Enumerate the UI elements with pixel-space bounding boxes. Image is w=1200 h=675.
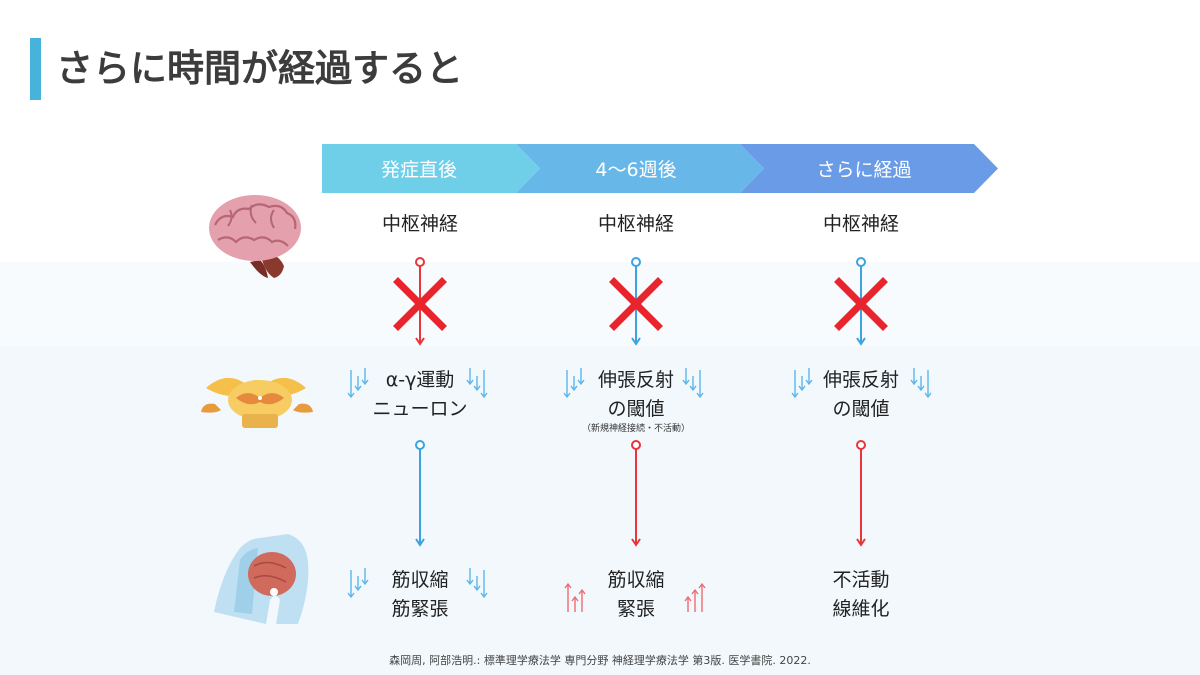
lower-arrow-3 xyxy=(856,440,866,547)
spinal-cord-icon xyxy=(201,377,313,428)
spinal-label-2-line1: 伸張反射 xyxy=(597,369,674,391)
phase-label-1: 発症直後 xyxy=(380,159,457,181)
phase-chevron-2 xyxy=(516,144,764,193)
phase-label-2: 4〜6週後 xyxy=(595,159,677,181)
muscle-label-3-line1: 不活動 xyxy=(832,569,890,591)
spinal-label-3-line1: 伸張反射 xyxy=(822,369,899,391)
muscle-label-1-line1: 筋収縮 xyxy=(391,569,449,591)
spinal-label-1-line2: ニューロン xyxy=(372,398,468,420)
cns-label-1: 中枢神経 xyxy=(381,213,458,235)
cross-icon xyxy=(393,277,447,331)
spinal-label-3: 伸張反射 の閾値 xyxy=(781,366,941,424)
spinal-label-1: α-γ運動 ニューロン xyxy=(340,366,500,424)
phase-label-3: さらに経過 xyxy=(816,159,912,181)
spinal-label-3-line2: の閾値 xyxy=(832,398,890,420)
spinal-label-2-line2: の閾値 xyxy=(607,398,665,420)
increase-arrows-icon xyxy=(564,582,706,612)
decrease-arrows-icon xyxy=(563,368,704,399)
muscle-label-2-line1: 筋収縮 xyxy=(607,569,665,591)
cross-icon xyxy=(834,277,888,331)
muscle-label-2-line2: 緊張 xyxy=(616,598,655,620)
shoulder-muscle-icon xyxy=(214,534,309,624)
muscle-label-3-line2: 線維化 xyxy=(832,598,890,620)
phase-chevron-3 xyxy=(740,144,998,193)
muscle-label-2: 筋収縮 緊張 xyxy=(556,566,716,624)
spinal-label-1-line1: α-γ運動 xyxy=(385,369,455,391)
lower-arrow-1 xyxy=(415,440,425,547)
upper-arrow-3 xyxy=(856,257,866,346)
decrease-arrows-icon xyxy=(791,368,932,399)
brain-icon xyxy=(209,195,301,278)
muscle-label-1: 筋収縮 筋緊張 xyxy=(340,566,500,624)
slide-title: さらに時間が経過すると xyxy=(56,47,463,90)
cns-label-2: 中枢神経 xyxy=(597,213,674,235)
cns-label-3: 中枢神経 xyxy=(822,213,899,235)
background-band-top xyxy=(0,262,1200,347)
spinal-label-2: 伸張反射 の閾値 xyxy=(556,366,716,424)
phase-chevron-1 xyxy=(322,144,540,193)
citation: 森岡周, 阿部浩明.: 標準理学療法学 専門分野 神経理学療法学 第3版. 医学… xyxy=(389,654,811,667)
cross-icon xyxy=(609,277,663,331)
title-accent-bar xyxy=(30,38,41,100)
background-band-bottom xyxy=(0,347,1200,675)
decrease-arrows-icon xyxy=(347,368,488,399)
spinal-note-2: （新規神経接続・不活動） xyxy=(581,424,690,434)
lower-arrow-2 xyxy=(631,440,641,547)
muscle-label-1-line2: 筋緊張 xyxy=(391,598,449,620)
decrease-arrows-icon xyxy=(347,568,488,599)
muscle-label-3: 不活動 線維化 xyxy=(781,566,941,624)
